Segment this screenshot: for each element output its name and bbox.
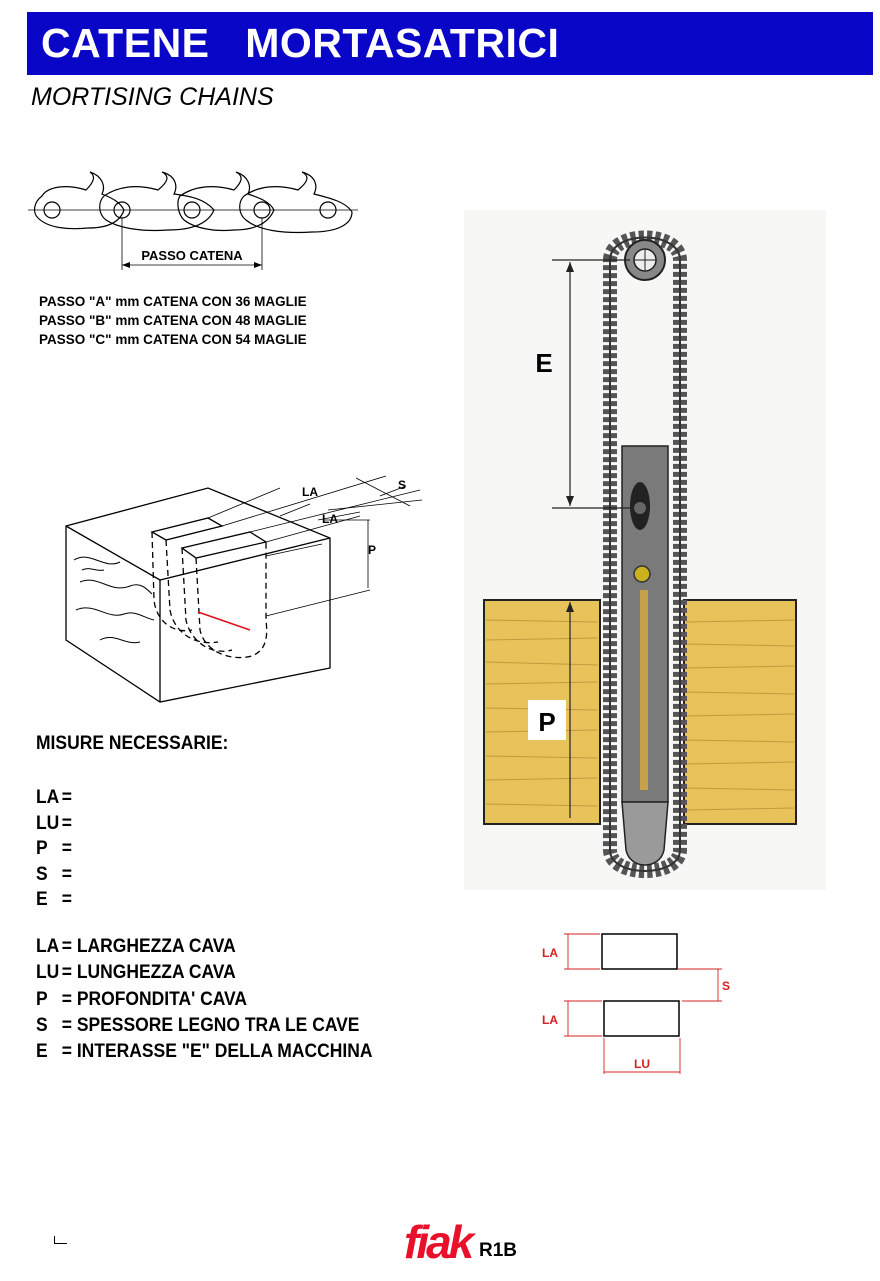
- measure-row: LA=: [36, 787, 72, 808]
- block-s-label: S: [398, 478, 406, 492]
- page-code: R1B: [479, 1240, 518, 1261]
- legend-row: S= SPESSORE LEGNO TRA LE CAVE: [36, 1014, 360, 1036]
- corner-mark: [54, 1236, 67, 1244]
- measure-row: LU=: [36, 812, 72, 834]
- measures-heading: MISURE NECESSARIE:: [36, 733, 229, 754]
- page-subtitle: MORTISING CHAINS: [31, 83, 274, 111]
- block-la-bottom-label: LA: [322, 512, 338, 526]
- mortiser-chain-diagram: E P: [464, 210, 826, 890]
- pitch-note-b: PASSO "B" mm CATENA CON 48 MAGLIE: [39, 313, 307, 328]
- measure-row: E=: [36, 889, 72, 910]
- measure-row: P=: [36, 838, 72, 859]
- block-p-label: P: [368, 543, 376, 557]
- measures-list: LA= LU= P= S= E=: [36, 785, 75, 913]
- wood-block-diagram: LA LA S P: [65, 475, 423, 703]
- slot-la-bottom-label: LA: [542, 1013, 558, 1027]
- block-la-top-label: LA: [302, 485, 318, 499]
- pitch-note-a: PASSO "A" mm CATENA CON 36 MAGLIE: [39, 294, 307, 309]
- measure-row: S=: [36, 863, 72, 885]
- logo-text: fiak: [404, 1216, 477, 1264]
- page-title: CATENE MORTASATRICI: [41, 20, 560, 66]
- legend-row: LA= LARGHEZZA CAVA: [36, 936, 236, 957]
- pitch-notes: PASSO "A" mm CATENA CON 36 MAGLIE PASSO …: [39, 292, 307, 349]
- slot-s-label: S: [722, 979, 730, 993]
- chain-link-diagram: PASSO CATENA: [28, 171, 358, 270]
- pitch-note-c: PASSO "C" mm CATENA CON 54 MAGLIE: [39, 332, 307, 347]
- title-bar: CATENE MORTASATRICI: [27, 12, 873, 75]
- fiak-logo: fiak: [404, 1216, 478, 1264]
- legend-row: E= INTERASSE "E" DELLA MACCHINA: [36, 1041, 373, 1063]
- legend-list: LA= LARGHEZZA CAVA LU= LUNGHEZZA CAVA P=…: [36, 934, 372, 1065]
- machine-p-label: P: [538, 707, 555, 737]
- machine-e-label: E: [535, 348, 552, 378]
- legend-row: LU= LUNGHEZZA CAVA: [36, 962, 236, 984]
- pitch-label: PASSO CATENA: [141, 248, 243, 263]
- legend-row: P= PROFONDITA' CAVA: [36, 988, 248, 1010]
- slot-la-top-label: LA: [542, 946, 558, 960]
- slot-dimension-diagram: LA LA S LU: [542, 933, 730, 1074]
- slot-lu-label: LU: [634, 1057, 650, 1071]
